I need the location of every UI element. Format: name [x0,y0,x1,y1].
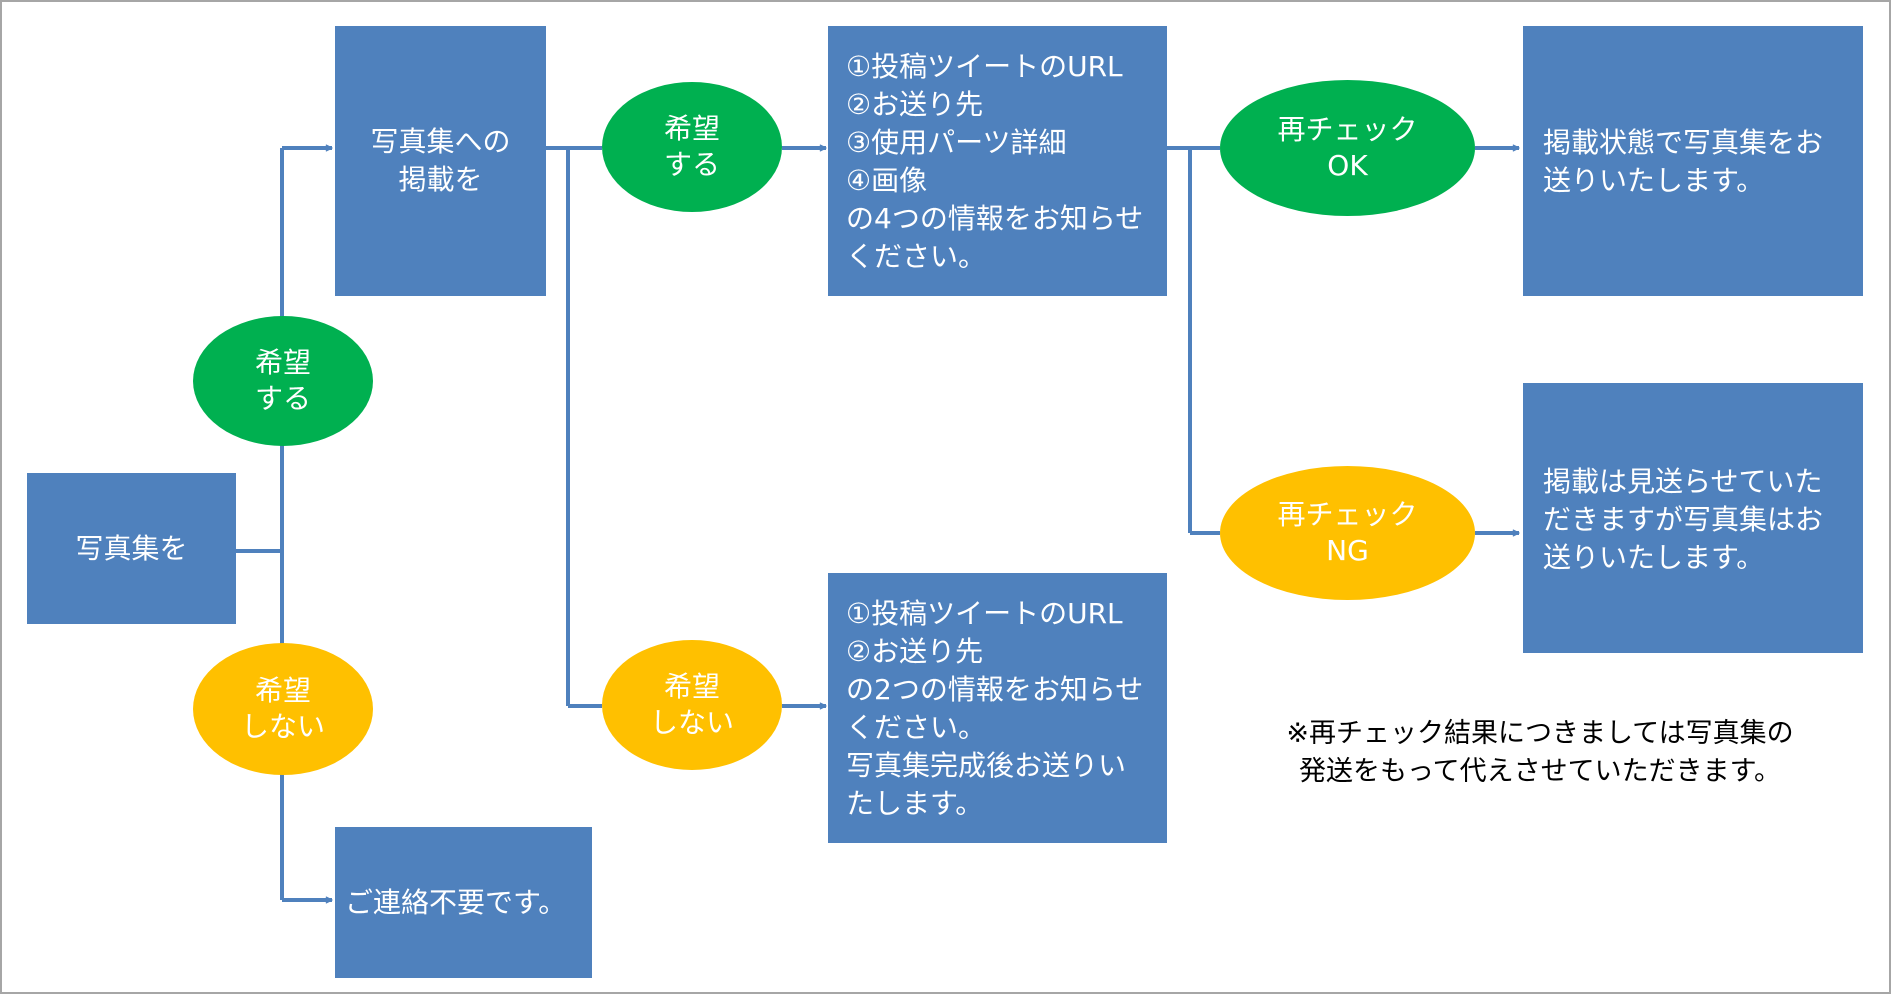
result-ok-node: 掲載状態で写真集をお送りいたします。 [1523,26,1863,296]
recheck-ng-node: 再チェック NG [1220,466,1475,600]
info-four-items-node: ①投稿ツイートのURL ②お送り先 ③使用パーツ詳細 ④画像 の4つの情報をお知… [828,26,1167,296]
recheck-footnote: ※再チェック結果につきましては写真集の 発送をもって代えさせていただきます。 [1286,718,1794,787]
hope-no-node-1: 希望 しない [193,643,373,775]
no-contact-node: ご連絡不要です。 [335,827,592,978]
info-two-items-node: ①投稿ツイートのURL ②お送り先 の2つの情報をお知らせください。 写真集完成… [828,573,1167,843]
hope-yes-node-2: 希望 する [602,82,782,212]
result-ng-node: 掲載は見送らせていただきますが写真集はお送りいたします。 [1523,383,1863,653]
publish-request-node: 写真集への 掲載を [335,26,546,296]
hope-yes-node-1: 希望 する [193,316,373,446]
start-node: 写真集を [27,473,236,624]
hope-no-node-2: 希望 しない [602,640,782,770]
recheck-ok-node: 再チェック OK [1220,80,1475,216]
